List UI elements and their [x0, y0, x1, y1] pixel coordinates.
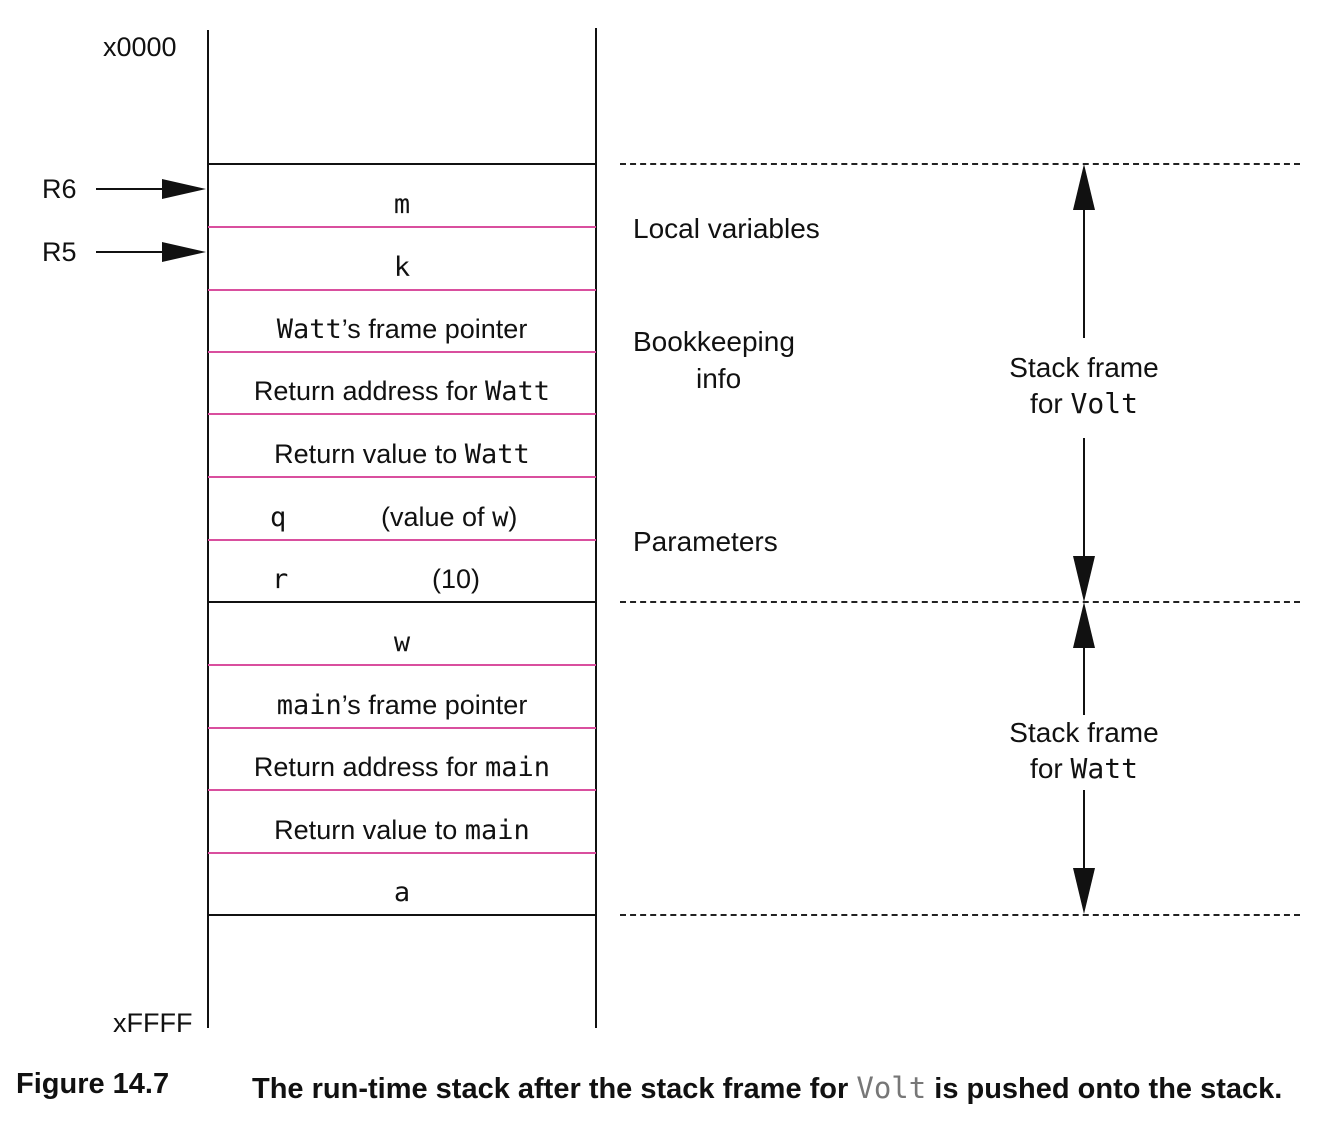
frame-label-line2: for Volt [974, 386, 1194, 422]
volt-arrow-head-down [1073, 556, 1095, 602]
cell-text: Return value to [274, 438, 465, 469]
param-q-name: q [270, 502, 287, 533]
divider-frame-bottom [208, 914, 596, 916]
frame-label-prefix: for [1030, 388, 1071, 419]
cell-text: ’s frame pointer [341, 313, 528, 344]
code-text: main [464, 814, 530, 846]
r5-arrow-head [162, 242, 206, 262]
watt-arrow-head-down [1073, 868, 1095, 914]
stack-cell-m: m [393, 188, 411, 220]
label-parameters: Parameters [633, 526, 778, 557]
figure-caption: The run-time stack after the stack frame… [252, 1068, 1302, 1109]
divider [208, 289, 596, 291]
code-text: Watt [464, 438, 530, 470]
frame-label-prefix: for [1030, 753, 1071, 784]
code-text: Watt [485, 375, 551, 407]
param-q-value-code: w [492, 502, 509, 533]
dashed-line-watt-bottom [620, 914, 1300, 916]
register-r6-label: R6 [42, 174, 77, 204]
dashed-line-frame-boundary [620, 601, 1300, 603]
frame-label-code: Volt [1070, 387, 1138, 420]
stack-cell-return-value-watt: Return value to Watt [208, 424, 596, 484]
r6-arrow-head [162, 179, 206, 199]
figure-number: Figure 14.7 [16, 1068, 170, 1100]
divider [208, 226, 596, 228]
stack-cell-watt-frame-pointer: Watt’s frame pointer [208, 299, 596, 359]
stack-cell-main-frame-pointer: main’s frame pointer [208, 675, 596, 735]
cell-text: Return address for [253, 375, 486, 406]
frame-extent-arrows [1073, 164, 1095, 914]
label-bookkeeping-info: info [696, 363, 742, 394]
caption-text-after: is pushed onto the stack. [926, 1073, 1283, 1105]
frame-label-code: Watt [1070, 752, 1138, 785]
divider-frame-top [208, 163, 596, 165]
register-r5-label: R5 [42, 237, 77, 267]
cell-text: Return address for [253, 751, 486, 782]
param-r-name: r [272, 564, 289, 595]
divider [208, 789, 596, 791]
divider [208, 664, 596, 666]
divider [208, 727, 596, 729]
divider [208, 852, 596, 854]
divider [208, 351, 596, 353]
address-top-label: x0000 [103, 32, 177, 62]
frame-label-watt: Stack frame for Watt [974, 715, 1194, 787]
divider-frame-boundary [208, 601, 596, 603]
label-bookkeeping: Bookkeeping [633, 326, 795, 357]
param-r-value: (10) [432, 564, 481, 594]
stack-cell-return-address-watt: Return address for Watt [208, 361, 596, 421]
label-local-variables: Local variables [633, 213, 820, 244]
param-q-value: (value of w) [381, 502, 517, 533]
code-text: Watt [276, 313, 342, 345]
frame-label-line1: Stack frame [1009, 352, 1159, 383]
divider [208, 476, 596, 478]
stack-right-wall [595, 28, 597, 1028]
stack-cell-k: k [393, 251, 411, 283]
frame-label-line1: Stack frame [1009, 717, 1159, 748]
stack-left-wall [207, 30, 209, 1028]
stack-cell-return-address-main: Return address for main [208, 737, 596, 797]
param-q-value-text: (value of [381, 502, 493, 532]
divider [208, 413, 596, 415]
code-text: main [485, 751, 551, 783]
caption-text-before: The run-time stack after the stack frame… [252, 1073, 857, 1105]
dashed-line-volt-top [620, 163, 1300, 165]
stack-cell-a: a [393, 876, 411, 908]
cell-text: Return value to [274, 814, 465, 845]
stack-cell-w: w [393, 626, 411, 658]
frame-label-volt: Stack frame for Volt [974, 350, 1194, 422]
divider [208, 539, 596, 541]
stack-cell-return-value-main: Return value to main [208, 800, 596, 860]
code-text: main [276, 689, 342, 721]
address-bottom-label: xFFFF [113, 1008, 193, 1038]
volt-arrow-head-up [1073, 164, 1095, 210]
watt-arrow-head-up [1073, 602, 1095, 648]
register-arrows [96, 179, 206, 262]
caption-code: Volt [856, 1071, 927, 1105]
cell-text: ’s frame pointer [341, 689, 528, 720]
param-q-value-close: ) [508, 502, 518, 532]
frame-label-line2: for Watt [974, 751, 1194, 787]
